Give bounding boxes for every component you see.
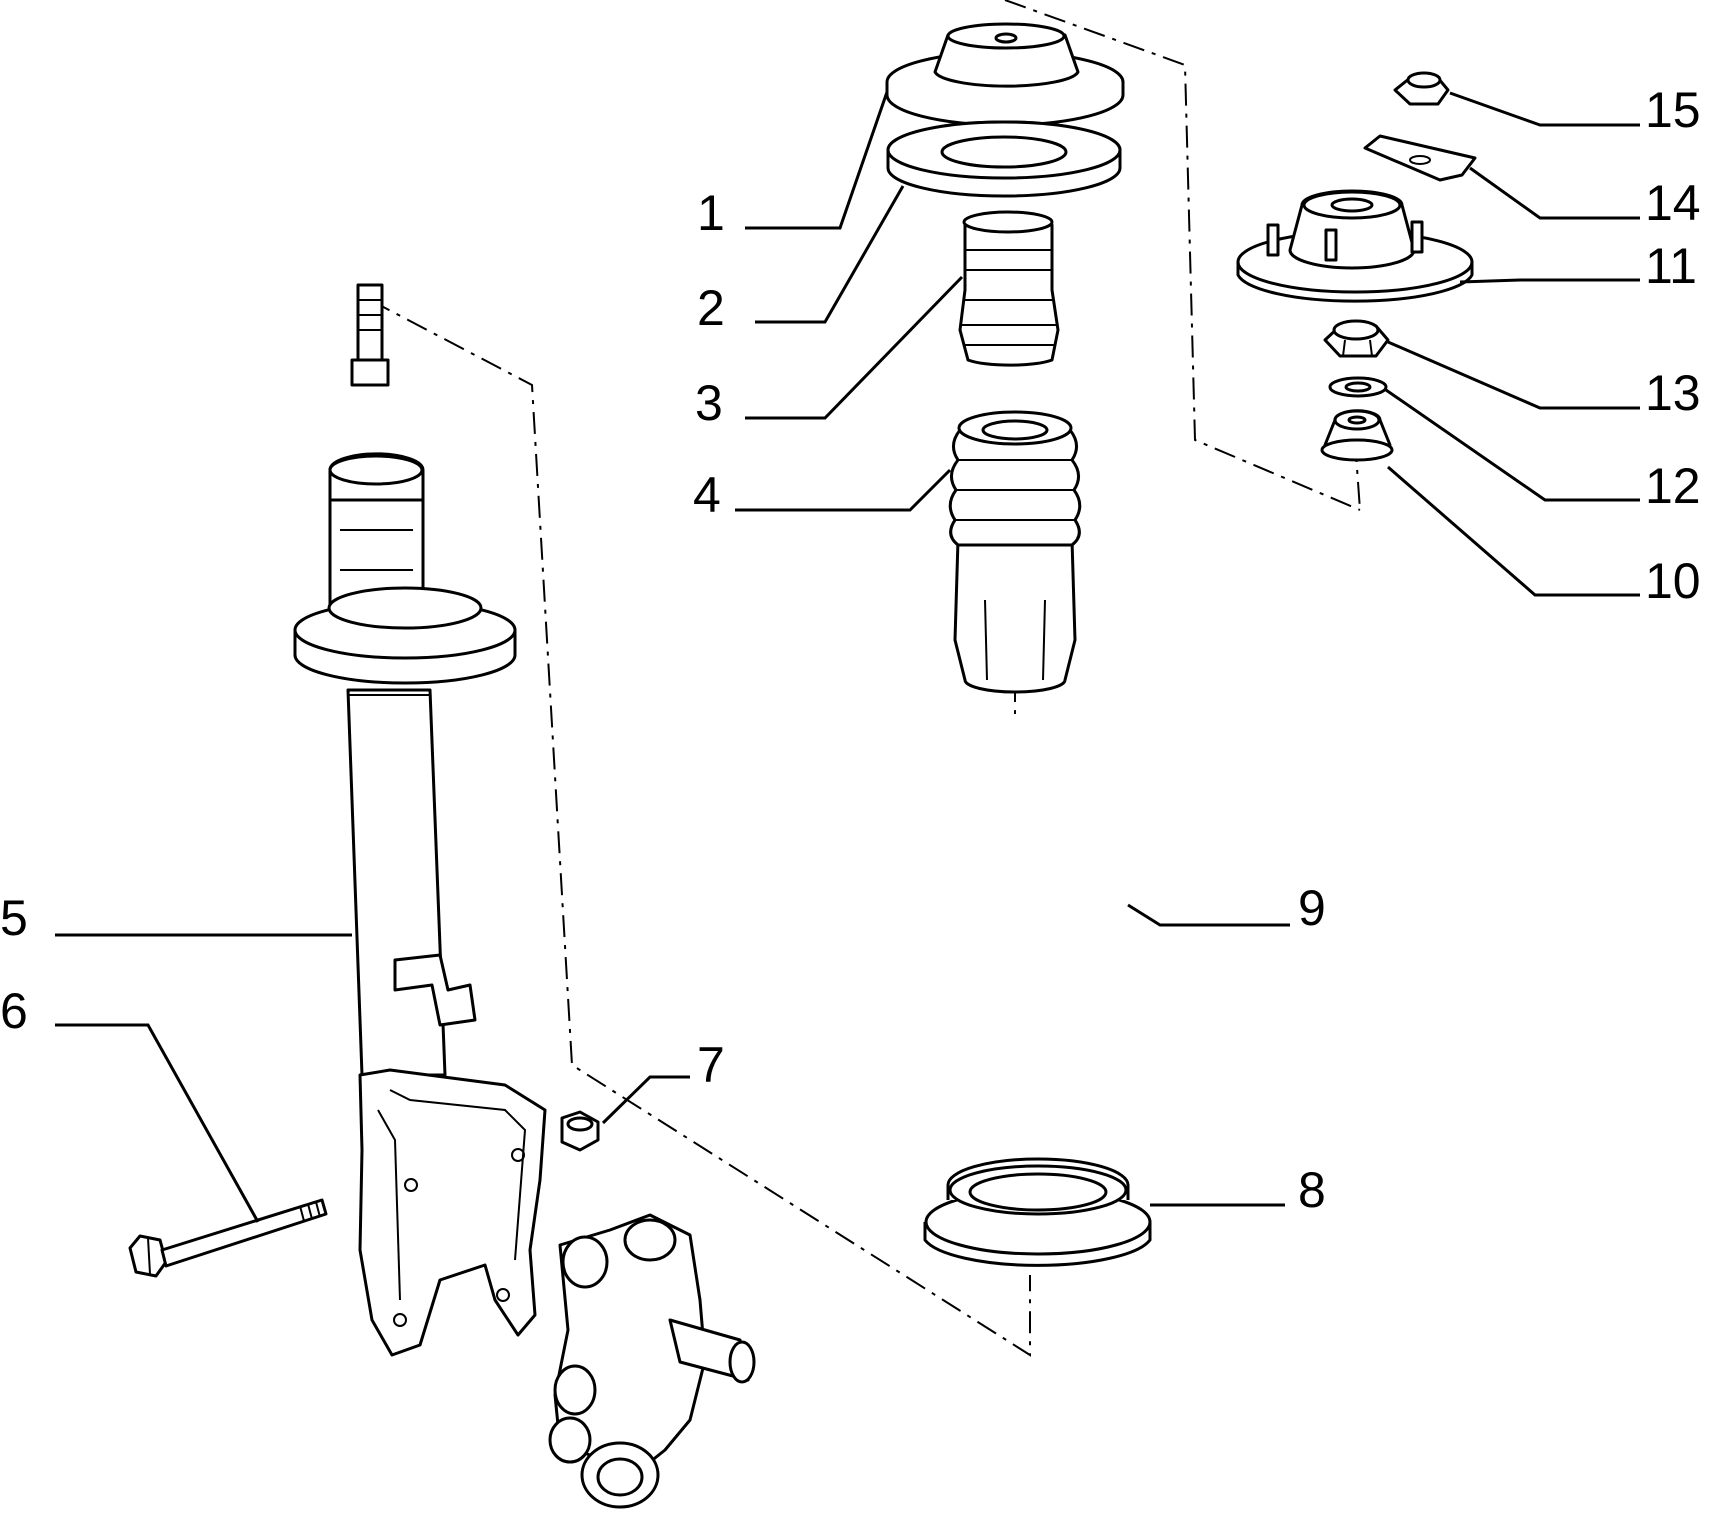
part-nut-top	[1393, 71, 1450, 106]
part-washer-plate	[886, 120, 1122, 198]
callout-10: 10	[1645, 553, 1701, 609]
part-plate	[1363, 134, 1477, 182]
part-nut-small	[560, 1110, 600, 1152]
callout-labels: 1 2 3 4 5 6 7 8 9 10 11 12 13 14 15	[0, 82, 1701, 1218]
part-washer-small	[1328, 376, 1388, 398]
callout-11: 11	[1645, 238, 1697, 294]
callout-2: 2	[697, 280, 725, 336]
part-upper-mount	[1236, 189, 1474, 303]
part-shock-absorber	[293, 283, 547, 1357]
callout-5: 5	[0, 890, 28, 946]
part-bushing	[1320, 409, 1394, 462]
steering-knuckle	[548, 1213, 756, 1509]
part-dust-boot	[948, 410, 1082, 694]
callout-7: 7	[697, 1037, 725, 1093]
part-top-mount	[885, 22, 1125, 127]
part-coil-spring	[912, 704, 1131, 1140]
callout-3: 3	[695, 375, 723, 431]
part-bolt	[128, 1198, 328, 1278]
callout-8: 8	[1298, 1162, 1326, 1218]
callout-9: 9	[1298, 880, 1326, 936]
part-bump-stop	[958, 210, 1060, 367]
callout-1: 1	[697, 185, 725, 241]
callout-13: 13	[1645, 365, 1701, 421]
part-lower-spring-seat	[923, 1157, 1152, 1267]
part-nut-middle	[1323, 319, 1390, 358]
callout-4: 4	[693, 467, 721, 523]
callout-15: 15	[1645, 82, 1701, 138]
callout-6: 6	[0, 983, 28, 1039]
callout-14: 14	[1645, 175, 1701, 231]
callout-12: 12	[1645, 458, 1701, 514]
leader-lines	[55, 91, 1640, 1223]
